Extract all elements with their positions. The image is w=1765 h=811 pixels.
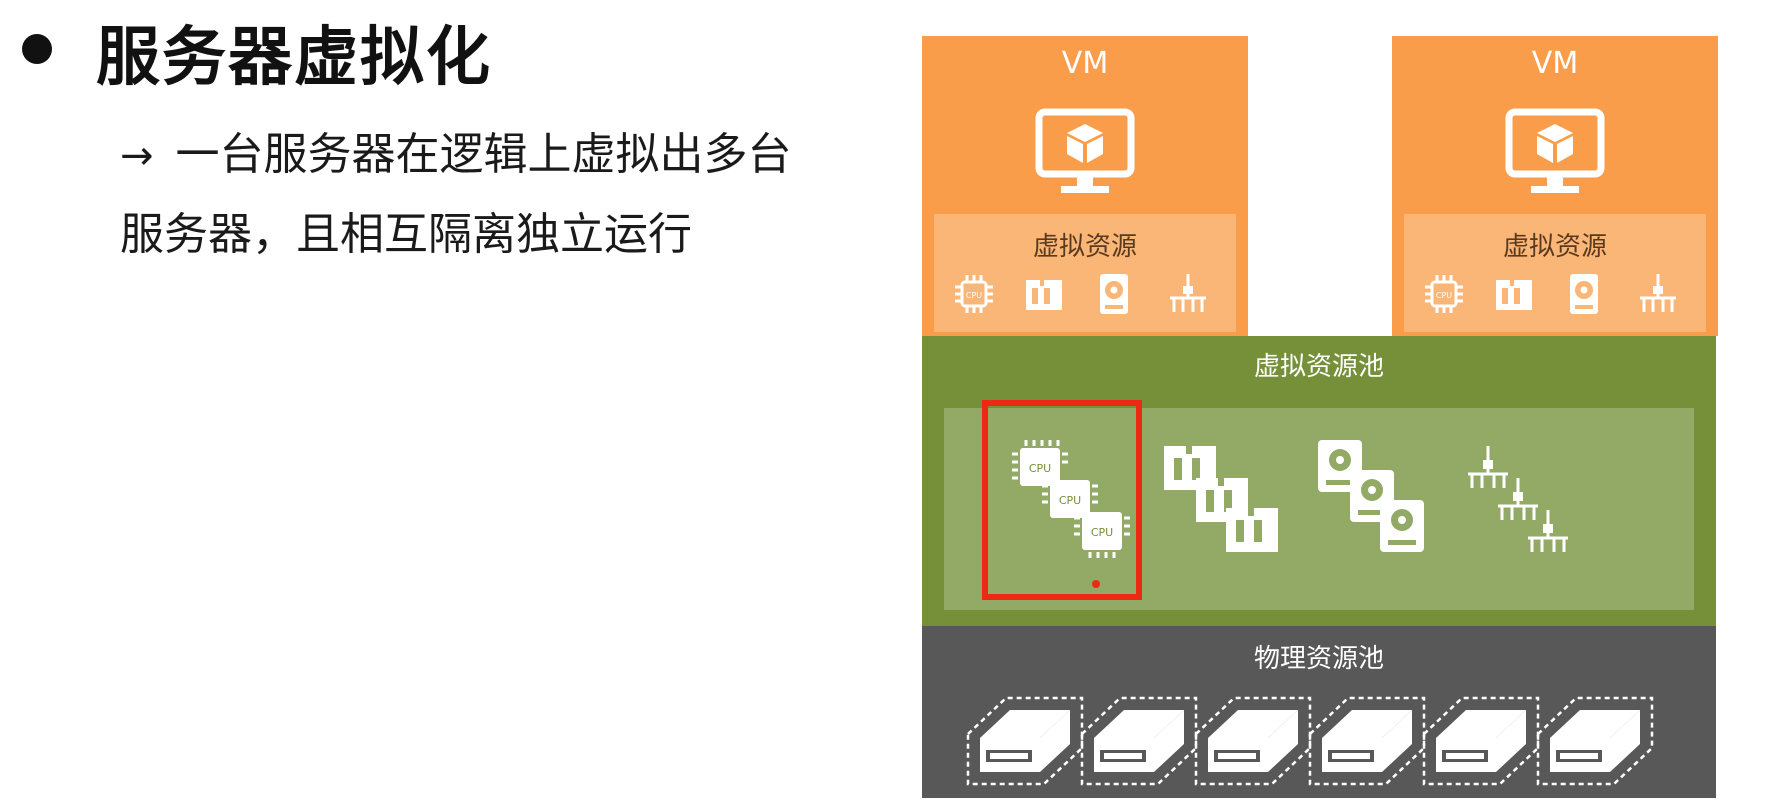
memory-icon — [1496, 280, 1532, 310]
vm-label: VM — [1061, 46, 1109, 81]
virtual-resource-icons: CPU — [1404, 272, 1706, 322]
network-icon — [1640, 274, 1676, 312]
vm-label: VM — [1531, 46, 1579, 81]
cpu-label: CPU — [1029, 462, 1051, 475]
physical-resource-pool: 物理资源池 — [922, 626, 1716, 798]
physical-pool-label: 物理资源池 — [1253, 644, 1384, 674]
cpu-stack-icon: CPU CPU CPU — [1012, 440, 1130, 588]
cpu-chip-icon: CPU — [955, 275, 993, 313]
network-stack-icon — [1468, 446, 1568, 552]
virtual-pool-inner: CPU CPU CPU — [944, 408, 1694, 610]
disk-icon — [1570, 274, 1598, 314]
slide-title: 服务器虚拟化 — [96, 21, 492, 95]
server-icon — [1194, 696, 1312, 786]
server-icon — [1422, 696, 1540, 786]
memory-stack-icon — [1164, 446, 1278, 552]
svg-text:CPU: CPU — [1436, 291, 1452, 300]
virtual-resource-icons: CPU — [934, 272, 1236, 322]
server-row — [966, 696, 1654, 786]
slide-text-line-1: → 一台服务器在逻辑上虚拟出多台 — [120, 118, 792, 182]
disk-stack-icon — [1318, 440, 1424, 552]
virtual-resource-label: 虚拟资源 — [1032, 232, 1137, 262]
memory-icon — [1026, 280, 1062, 310]
server-icon — [966, 696, 1084, 786]
virtualization-diagram: VM 虚拟资源 CPU — [922, 36, 1718, 798]
virtual-pool-label: 虚拟资源池 — [1253, 352, 1384, 382]
network-icon — [1170, 274, 1206, 312]
disk-icon — [1100, 274, 1128, 314]
arrow-icon: → — [120, 133, 154, 179]
slide-text-line-2: 服务器，且相互隔离独立运行 — [120, 209, 692, 260]
monitor-cube-icon — [1035, 108, 1135, 193]
monitor-cube-icon — [1505, 108, 1605, 193]
server-icon — [1308, 696, 1426, 786]
server-icon — [1080, 696, 1198, 786]
cpu-label: CPU — [1059, 494, 1081, 507]
vm-box-right: VM 虚拟资源 CPU — [1392, 36, 1718, 336]
virtual-resource-label: 虚拟资源 — [1502, 232, 1607, 262]
line1-text: 一台服务器在逻辑上虚拟出多台 — [175, 129, 792, 180]
virtual-resource-box: 虚拟资源 CPU — [1404, 214, 1706, 332]
cpu-chip-icon: CPU — [1425, 275, 1463, 313]
virtual-resource-box: 虚拟资源 CPU — [934, 214, 1236, 332]
vm-box-left: VM 虚拟资源 CPU — [922, 36, 1248, 336]
virtual-resource-pool: 虚拟资源池 CPU CPU — [922, 336, 1716, 626]
cpu-label: CPU — [1091, 526, 1113, 539]
slide-bullet — [22, 34, 52, 64]
server-icon — [1536, 696, 1654, 786]
svg-text:CPU: CPU — [966, 291, 982, 300]
cpu-highlight-box — [982, 400, 1142, 600]
